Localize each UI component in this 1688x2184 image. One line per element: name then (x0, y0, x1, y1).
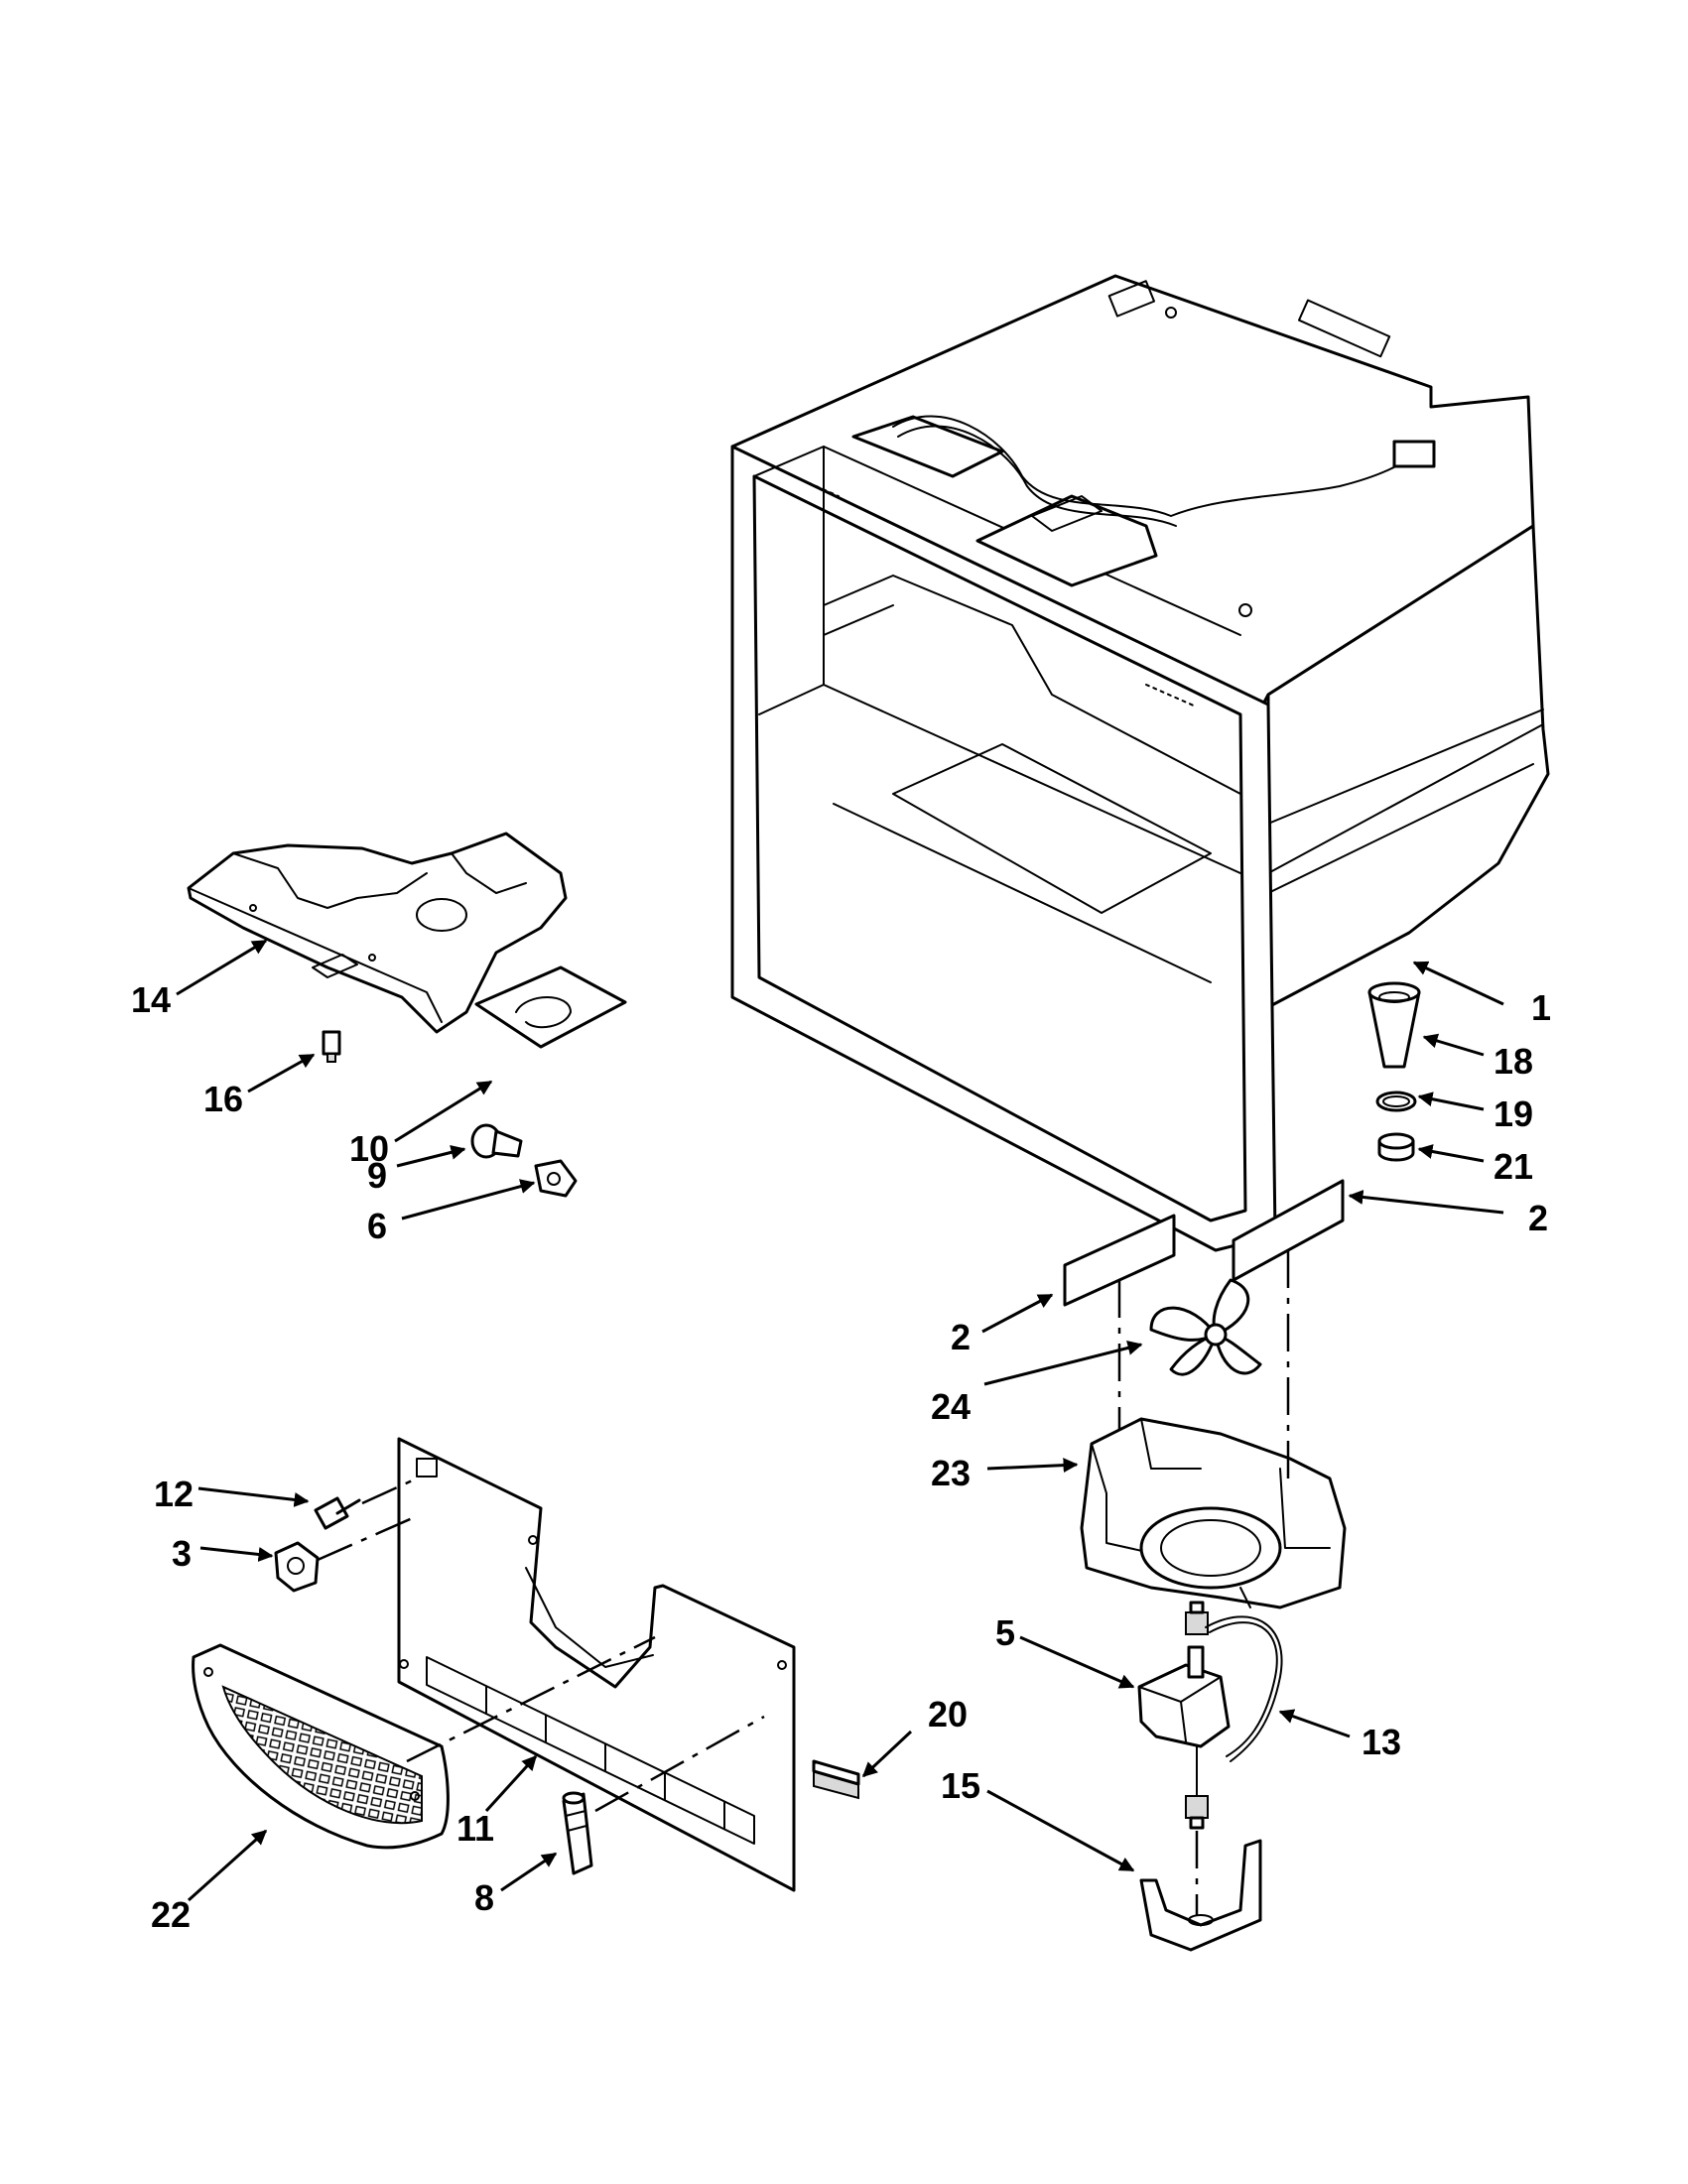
callout-8: 8 (474, 1877, 494, 1918)
callout-20: 20 (928, 1694, 968, 1734)
callout-9: 9 (367, 1155, 387, 1196)
fan-blade (1149, 1278, 1262, 1376)
callout-19: 19 (1493, 1093, 1533, 1134)
callout-2: 2 (951, 1317, 971, 1357)
drain-plug (1377, 1132, 1415, 1162)
callout-2: 2 (1528, 1198, 1548, 1238)
callout-16: 16 (203, 1079, 243, 1119)
callout-11: 11 (456, 1808, 494, 1849)
light-socket (274, 1541, 320, 1593)
light-bulb (470, 1123, 523, 1159)
door-switch (322, 1030, 341, 1063)
callout-labels: 1 18 19 21 2 2 24 23 5 13 15 20 14 16 10… (131, 979, 1551, 1935)
drain-cup (1367, 981, 1421, 1069)
seal-strip (812, 1759, 860, 1800)
callout-23: 23 (931, 1453, 971, 1493)
callout-1: 1 (1531, 987, 1551, 1028)
callout-13: 13 (1362, 1722, 1401, 1762)
callout-14: 14 (131, 979, 171, 1020)
insulation-pad-left (1063, 1214, 1176, 1307)
callout-21: 21 (1493, 1146, 1533, 1187)
callout-6: 6 (367, 1206, 387, 1246)
leader-lines (176, 939, 1504, 1902)
alignment-lines (317, 1250, 1290, 1915)
bulb-socket (534, 1159, 578, 1198)
fan-shroud (1080, 1417, 1347, 1609)
callout-5: 5 (995, 1612, 1015, 1653)
callout-18: 18 (1493, 1041, 1533, 1082)
callout-15: 15 (941, 1765, 980, 1806)
callout-22: 22 (151, 1894, 191, 1935)
motor-bracket (1139, 1839, 1262, 1952)
light-lens (474, 965, 627, 1049)
evaporator-cover-panel (397, 1437, 796, 1892)
screw (314, 1496, 361, 1530)
freezer-liner (730, 274, 1550, 1252)
wire-harness (1205, 1615, 1283, 1762)
insulation-pad-right (1232, 1179, 1345, 1282)
light-housing (187, 832, 568, 1034)
fan-motor (1137, 1601, 1231, 1830)
callout-12: 12 (154, 1474, 194, 1514)
thermistor (562, 1791, 593, 1875)
callout-10: 10 (349, 1128, 389, 1169)
callout-3: 3 (172, 1533, 192, 1574)
grille-cover (192, 1643, 450, 1850)
callout-24: 24 (931, 1386, 971, 1427)
drain-ring (1375, 1091, 1417, 1112)
